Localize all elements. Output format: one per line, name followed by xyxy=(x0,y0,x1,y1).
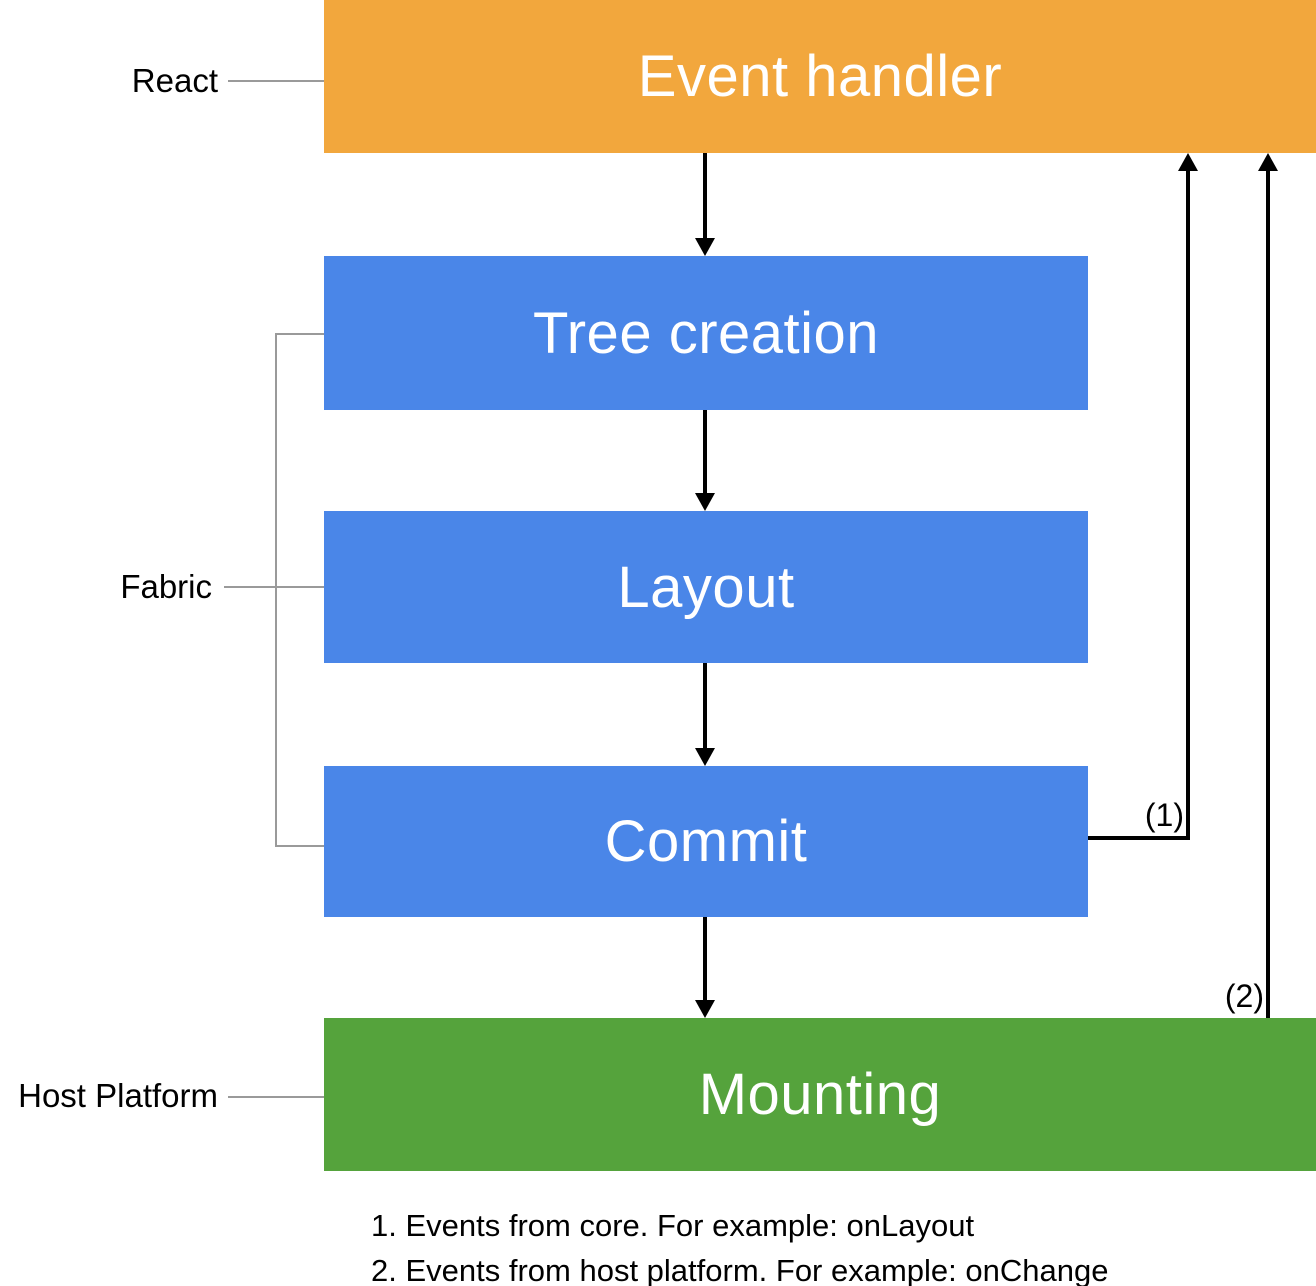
feedback1-vertical-shaft xyxy=(1186,168,1190,840)
feedback1-horizontal-segment xyxy=(1088,836,1190,840)
fabric-bracket-bottom-line xyxy=(275,845,324,847)
layout-label: Layout xyxy=(617,554,795,620)
arrow-commit-to-mounting-head xyxy=(695,1000,715,1018)
footnote-2: 2. Events from host platform. For exampl… xyxy=(371,1253,1109,1286)
arrow-treecreation-to-layout-shaft xyxy=(703,410,707,495)
footnotes: 1. Events from core. For example: onLayo… xyxy=(371,1203,1108,1286)
commit-label: Commit xyxy=(604,809,808,874)
arrow-layout-to-commit-shaft xyxy=(703,663,707,750)
arrow-eventhandler-to-treecreation-shaft xyxy=(703,153,707,240)
event-handler-box: Event handler xyxy=(324,0,1316,153)
footnote-1: 1. Events from core. For example: onLayo… xyxy=(371,1208,975,1243)
arrow-treecreation-to-layout-head xyxy=(695,493,715,511)
feedback1-number-label: (1) xyxy=(1144,797,1184,833)
fabric-connector-line xyxy=(224,586,324,588)
arrow-layout-to-commit-head xyxy=(695,748,715,766)
react-connector-line xyxy=(228,80,324,82)
react-side-label: React xyxy=(131,62,218,99)
mounting-box: Mounting xyxy=(324,1018,1316,1171)
feedback1-arrowhead xyxy=(1178,153,1198,171)
feedback2-vertical-shaft xyxy=(1266,168,1270,1018)
tree-creation-box: Tree creation xyxy=(324,256,1088,410)
mounting-label: Mounting xyxy=(698,1062,942,1127)
fabric-side-label: Fabric xyxy=(120,568,212,605)
tree-creation-label: Tree creation xyxy=(532,300,880,366)
feedback2-arrowhead xyxy=(1258,153,1278,171)
host-platform-side-label: Host Platform xyxy=(18,1077,218,1114)
event-handler-label: Event handler xyxy=(637,44,1003,109)
fabric-bracket-vertical-line xyxy=(275,333,277,846)
fabric-bracket-top-line xyxy=(275,333,324,335)
commit-box: Commit xyxy=(324,766,1088,917)
arrow-eventhandler-to-treecreation-head xyxy=(695,238,715,256)
feedback2-number-label: (2) xyxy=(1224,978,1264,1014)
arrow-commit-to-mounting-shaft xyxy=(703,917,707,1002)
host-platform-connector-line xyxy=(228,1096,324,1098)
layout-box: Layout xyxy=(324,511,1088,663)
